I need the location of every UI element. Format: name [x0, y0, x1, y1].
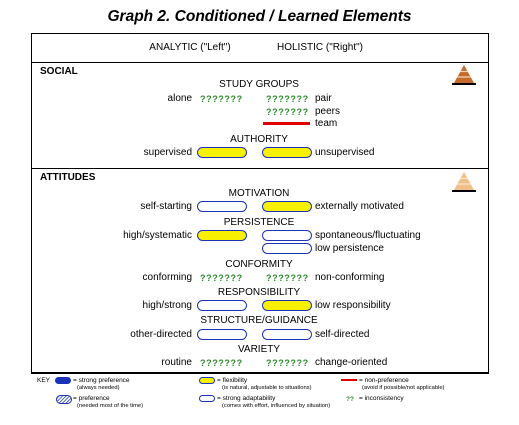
authority-label: AUTHORITY: [230, 134, 288, 145]
key-non-preference: = non-preference: [359, 377, 409, 384]
strong-adaptability-self-directed: [262, 329, 312, 340]
variety-label: VARIETY: [237, 344, 281, 355]
strong-adaptability-other-directed: [197, 329, 247, 340]
flexibility-externally-motivated: [262, 201, 312, 212]
key-strong-adaptability-sub: (comes with effort, influenced by situat…: [222, 403, 331, 409]
other-directed-label: other-directed: [130, 329, 192, 340]
inconsistency-alone: ???????: [200, 94, 243, 104]
key-flexibility: = flexibility: [217, 377, 248, 384]
strong-adaptability-self-starting: [197, 201, 247, 212]
header-analytic: ANALYTIC ("Left"): [149, 42, 231, 53]
inconsistency-routine: ???????: [200, 358, 243, 368]
section-social: SOCIAL: [40, 66, 78, 77]
conforming-label: conforming: [142, 272, 192, 283]
self-starting-label: self-starting: [140, 201, 192, 212]
key-flexibility-symbol: [199, 377, 215, 384]
flexibility-low-responsibility: [262, 300, 312, 311]
routine-label: routine: [161, 357, 192, 368]
graph-frame: [31, 33, 489, 373]
key-strong-adaptability: = strong adaptability: [217, 395, 276, 402]
key-strong-preference-sub: (always needed): [77, 385, 120, 391]
study-groups-label: STUDY GROUPS: [219, 79, 299, 90]
key-strong-preference-symbol: [55, 377, 71, 384]
structure-guidance-label: STRUCTURE/GUIDANCE: [200, 315, 318, 326]
divider-key: [31, 373, 489, 374]
graph-title: Graph 2. Conditioned / Learned Elements: [107, 8, 412, 25]
spontaneous-label: spontaneous/fluctuating: [315, 230, 421, 241]
motivation-label: MOTIVATION: [228, 188, 290, 199]
unsupervised-label: unsupervised: [315, 147, 375, 158]
strong-adaptability-high-strong: [197, 300, 247, 311]
self-directed-label: self-directed: [315, 329, 370, 340]
conformity-label: CONFORMITY: [225, 259, 293, 270]
team-label: team: [315, 118, 338, 129]
flexibility-high-systematic: [197, 230, 247, 241]
key-strong-preference: = strong preference: [73, 377, 130, 384]
key-inconsistency-symbol: ??: [346, 396, 354, 403]
peers-label: peers: [315, 106, 341, 117]
inconsistency-pair: ???????: [266, 94, 309, 104]
key-preference: = preference: [73, 395, 110, 402]
inconsistency-non-conforming: ???????: [266, 273, 309, 283]
header-holistic: HOLISTIC ("Right"): [276, 42, 364, 53]
inconsistency-change-oriented: ???????: [266, 358, 309, 368]
key-strong-adaptability-symbol: [199, 395, 215, 402]
divider-header: [31, 62, 489, 63]
change-oriented-label: change-oriented: [315, 357, 388, 368]
low-responsibility-label: low responsibility: [315, 300, 391, 311]
inconsistency-peers: ???????: [266, 107, 309, 117]
low-persistence-label: low persistence: [315, 243, 384, 254]
key-inconsistency: = inconsistency: [359, 395, 404, 402]
key-preference-sub: (needed most of the time): [77, 403, 144, 409]
externally-motivated-label: externally motivated: [315, 201, 404, 212]
key-non-preference-symbol: [341, 379, 357, 381]
pyramid-icon: [452, 65, 476, 85]
inconsistency-conforming: ???????: [200, 273, 243, 283]
flexibility-unsupervised: [262, 147, 312, 158]
key-flexibility-sub: (is natural, adjustable to situations): [222, 385, 312, 391]
responsibility-label: RESPONSIBILITY: [217, 287, 301, 298]
strong-adaptability-low-persistence: [262, 243, 312, 254]
divider-sections: [31, 168, 489, 169]
flexibility-supervised: [197, 147, 247, 158]
non-preference-team: [263, 122, 310, 125]
section-attitudes: ATTITUDES: [40, 172, 96, 183]
supervised-label: supervised: [143, 147, 192, 158]
high-strong-label: high/strong: [142, 300, 192, 311]
key-non-preference-sub: (avoid if possible/not applicable): [362, 385, 445, 391]
pyramid-icon: [452, 172, 476, 192]
strong-adaptability-spontaneous: [262, 230, 312, 241]
alone-label: alone: [167, 93, 192, 104]
key-preference-symbol: [56, 395, 72, 404]
key-label: KEY: [37, 377, 51, 384]
non-conforming-label: non-conforming: [315, 272, 385, 283]
high-systematic-label: high/systematic: [123, 230, 192, 241]
pair-label: pair: [315, 93, 332, 104]
persistence-label: PERSISTENCE: [223, 217, 295, 228]
